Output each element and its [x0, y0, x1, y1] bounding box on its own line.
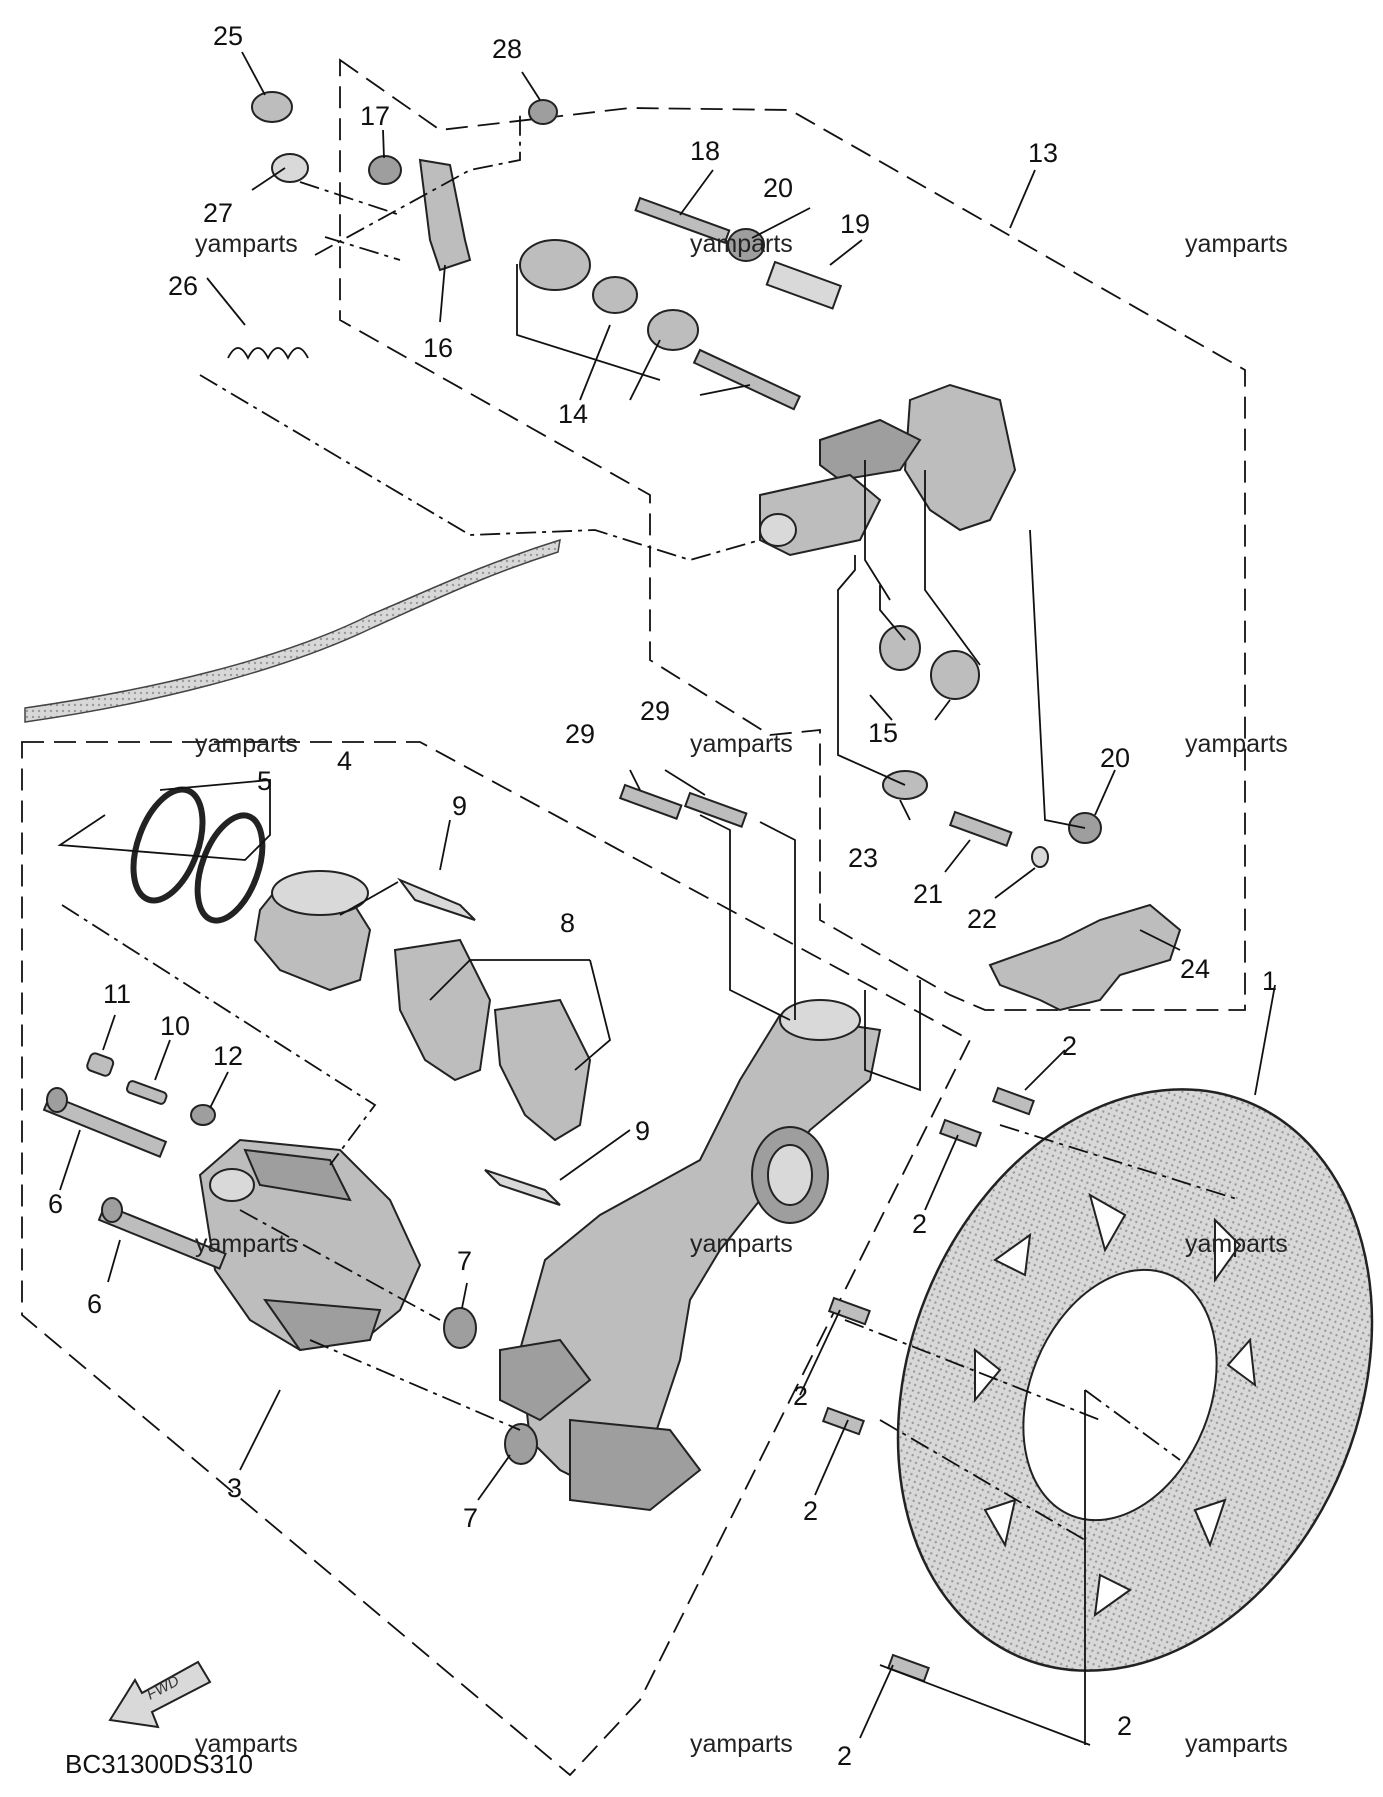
callout-9: 9: [452, 791, 467, 821]
pad-15a: [879, 625, 921, 671]
nut-17: [368, 155, 402, 185]
callout-24: 24: [1180, 954, 1210, 984]
callout-2: 2: [1117, 1711, 1132, 1741]
watermark: yamparts: [690, 1230, 793, 1258]
callout-29: 29: [640, 696, 670, 726]
callout-26: 26: [168, 271, 198, 301]
callout-2: 2: [803, 1496, 818, 1526]
callout-20: 20: [1100, 743, 1130, 773]
shaft-14: [692, 348, 802, 411]
callout-18: 18: [690, 136, 720, 166]
pad-spring-upper: [397, 877, 476, 921]
lever-16: [418, 158, 472, 272]
caliper-body: [198, 1138, 422, 1352]
callout-15: 15: [868, 718, 898, 748]
callout-2: 2: [912, 1209, 927, 1239]
callout-13: 13: [1028, 138, 1058, 168]
center-lines: [61, 110, 1241, 1541]
fwd-arrow: FWD: [108, 1660, 212, 1729]
callout-2: 2: [793, 1381, 808, 1411]
boot-7-lower: [504, 1423, 538, 1465]
watermarks: yamparts yamparts yamparts yamparts yamp…: [195, 230, 1288, 1758]
watermark: yamparts: [195, 730, 298, 758]
disc-bolts: [821, 1086, 1035, 1683]
spring-26: [227, 347, 309, 361]
callout-8: 8: [560, 908, 575, 938]
support-bracket: [988, 903, 1182, 1012]
watermark: yamparts: [195, 230, 298, 258]
cup-14c: [647, 309, 699, 351]
bleed-cap: [86, 1052, 115, 1077]
callout-7: 7: [457, 1246, 472, 1276]
watermark: yamparts: [1185, 230, 1288, 258]
callout-27: 27: [203, 198, 233, 228]
nut-28: [528, 99, 558, 125]
leader-lines: [57, 51, 1276, 1746]
callouts: 1 2 2 2 2 2 2 2 3 4 5 6 6 7 7 8 9 9 10 1…: [48, 21, 1277, 1771]
bolt-6a: [42, 1087, 168, 1158]
brake-hose: [24, 538, 561, 723]
watermark: yamparts: [195, 1730, 298, 1758]
caliper-bracket: [499, 999, 882, 1512]
watermark: yamparts: [1185, 730, 1288, 758]
callout-7: 7: [463, 1503, 478, 1533]
callout-3: 3: [227, 1473, 242, 1503]
cup-14b: [592, 276, 638, 314]
callout-1: 1: [1262, 966, 1277, 996]
group-3-boundary: [21, 741, 972, 1777]
parking-caliper-body: [759, 383, 1017, 557]
callout-6: 6: [48, 1189, 63, 1219]
bolts-29: [618, 783, 748, 828]
callout-16: 16: [423, 333, 453, 363]
washer-12: [190, 1104, 216, 1126]
callout-20: 20: [763, 173, 793, 203]
watermark: yamparts: [1185, 1730, 1288, 1758]
cup-14a: [519, 239, 591, 291]
watermark: yamparts: [1185, 1230, 1288, 1258]
boot-7-upper: [443, 1307, 477, 1349]
callout-23: 23: [848, 843, 878, 873]
pad-15b: [930, 650, 980, 700]
bolt-21: [948, 810, 1013, 847]
bolt-18: [634, 196, 731, 244]
group-13-boundary: [339, 58, 1246, 1011]
sleeve-27: [271, 153, 309, 183]
callout-12: 12: [213, 1041, 243, 1071]
callout-22: 22: [967, 904, 997, 934]
callout-14: 14: [558, 399, 588, 429]
watermark: yamparts: [690, 230, 793, 258]
callout-6: 6: [87, 1289, 102, 1319]
brake-pad-right: [493, 998, 592, 1142]
callout-28: 28: [492, 34, 522, 64]
pad-spring-lower: [484, 1169, 561, 1206]
callout-25: 25: [213, 21, 243, 51]
watermark: yamparts: [195, 1230, 298, 1258]
callout-21: 21: [913, 879, 943, 909]
callout-19: 19: [840, 209, 870, 239]
bolt-6b: [97, 1197, 227, 1270]
piston: [253, 870, 372, 992]
watermark: yamparts: [690, 1730, 793, 1758]
bleed-screw: [126, 1080, 168, 1105]
callout-5: 5: [257, 766, 272, 796]
brake-pad-left: [393, 938, 492, 1082]
callout-2: 2: [837, 1741, 852, 1771]
sleeve-19: [765, 260, 843, 310]
boot-25: [251, 91, 293, 123]
clip-22: [1031, 846, 1049, 868]
callout-2: 2: [1062, 1031, 1077, 1061]
callout-9: 9: [635, 1116, 650, 1146]
brake-disc: [896, 1088, 1374, 1672]
watermark: yamparts: [690, 730, 793, 758]
dust-seal: [194, 812, 266, 924]
drawing-code: BC31300DS310: [65, 1749, 253, 1779]
piston-seal: [130, 786, 206, 904]
callout-17: 17: [360, 101, 390, 131]
callout-29: 29: [565, 719, 595, 749]
callout-4: 4: [337, 746, 352, 776]
callout-11: 11: [103, 979, 131, 1009]
callout-10: 10: [160, 1011, 190, 1041]
